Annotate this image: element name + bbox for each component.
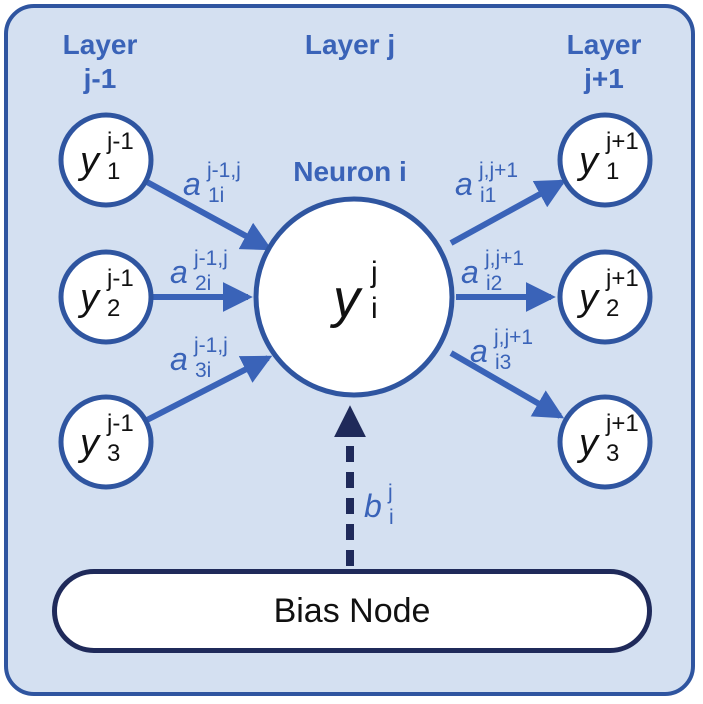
node-sup: j+1 [606, 265, 639, 292]
node-sub: 3 [107, 440, 121, 467]
header-layer-prev: Layer j-1 [40, 28, 160, 96]
output-node-2 [557, 249, 653, 345]
node-sup: j-1 [107, 410, 134, 437]
weight-in-3: a j-1,j 3i [170, 335, 228, 381]
weight-sub: i3 [495, 351, 512, 374]
weight-out-1: a j,j+1 i1 [455, 160, 518, 206]
weight-var: a [170, 254, 188, 290]
input-node-2 [58, 249, 154, 345]
input-node-2-label: y j-1 2 [80, 267, 134, 321]
bias-node-label: Bias Node [273, 592, 431, 630]
arrow-input-3 [145, 355, 273, 423]
node-var: y [579, 277, 598, 319]
input-node-1-label: y j-1 1 [80, 130, 134, 184]
header-neuron-text: Neuron i [293, 156, 407, 187]
neuron-node-label: y j i [333, 258, 378, 329]
weight-var: a [461, 254, 479, 290]
output-node-3-label: y j+1 3 [579, 412, 639, 466]
header-layer-prev-line1: Layer [62, 29, 138, 60]
node-var: y [80, 422, 99, 464]
weight-sup: j,j+1 [485, 247, 525, 270]
node-sub: 1 [606, 158, 620, 185]
header-layer-next-line2: j+1 [584, 63, 624, 94]
input-node-3 [58, 394, 154, 490]
weight-in-1: a j-1,j 1i [183, 160, 241, 206]
weight-sup: j,j+1 [494, 326, 534, 349]
node-var: y [333, 269, 360, 329]
weight-in-2: a j-1,j 2i [170, 248, 228, 294]
node-var: y [579, 140, 598, 182]
arrow-output-3 [449, 350, 565, 419]
neuron-node [253, 196, 455, 398]
bias-var: b [364, 488, 382, 524]
output-node-2-label: y j+1 2 [579, 267, 639, 321]
weight-out-2: a j,j+1 i2 [461, 248, 524, 294]
node-sup: j-1 [107, 128, 134, 155]
weight-sup: j-1,j [194, 334, 228, 357]
node-sub: 2 [107, 295, 121, 322]
weight-sub: 3i [195, 359, 212, 382]
node-var: y [80, 140, 99, 182]
bias-weight-label: b j i [364, 482, 394, 528]
output-node-1 [557, 112, 653, 208]
weight-sub: i1 [480, 184, 497, 207]
output-node-1-label: y j+1 1 [579, 130, 639, 184]
node-sub: 2 [606, 295, 620, 322]
bias-sub: i [389, 506, 394, 529]
weight-sub: 2i [195, 272, 212, 295]
header-layer-prev-line2: j-1 [83, 63, 117, 94]
node-var: y [80, 277, 99, 319]
output-node-3 [557, 394, 653, 490]
weight-out-3: a j,j+1 i3 [470, 327, 533, 373]
node-sub: 3 [606, 440, 620, 467]
weight-sub: i2 [486, 272, 503, 295]
arrow-output-1 [449, 179, 567, 246]
weight-sup: j,j+1 [479, 159, 519, 182]
header-layer-current-text: Layer j [304, 29, 396, 60]
weight-var: a [470, 333, 488, 369]
node-sup: j [371, 256, 378, 289]
weight-sub: 1i [208, 184, 225, 207]
header-layer-next: Layer j+1 [544, 28, 664, 96]
arrow-input-1 [145, 179, 273, 251]
node-sup: j-1 [107, 265, 134, 292]
weight-var: a [183, 166, 201, 202]
node-sup: j+1 [606, 410, 639, 437]
header-layer-next-line1: Layer [566, 29, 642, 60]
node-sup: j+1 [606, 128, 639, 155]
input-node-3-label: y j-1 3 [80, 412, 134, 466]
input-node-1 [58, 112, 154, 208]
node-var: y [579, 422, 598, 464]
weight-var: a [170, 341, 188, 377]
node-sub: i [371, 292, 378, 325]
header-layer-current: Layer j [270, 28, 430, 62]
header-neuron: Neuron i [270, 155, 430, 189]
bias-node: Bias Node [52, 569, 652, 653]
node-sub: 1 [107, 158, 121, 185]
weight-sup: j-1,j [194, 247, 228, 270]
bias-sup: j [388, 481, 393, 504]
weight-sup: j-1,j [207, 159, 241, 182]
weight-var: a [455, 166, 473, 202]
